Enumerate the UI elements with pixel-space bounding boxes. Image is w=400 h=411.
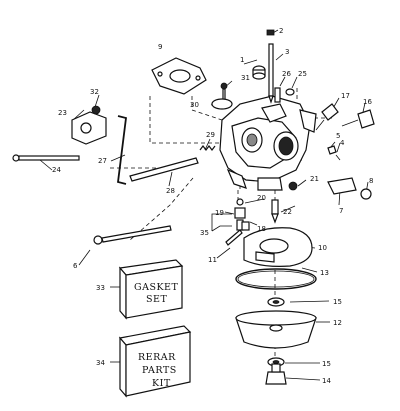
washer-upper	[267, 297, 285, 307]
callout-6: 6	[73, 262, 78, 270]
repair-kit-line3: KIT	[152, 378, 171, 389]
float-pin-and-clip	[288, 177, 372, 200]
callout-10: 10	[318, 244, 327, 252]
choke-shaft	[12, 154, 80, 162]
callout-27: 27	[98, 157, 107, 165]
callout-11: 11	[208, 256, 217, 264]
callout-17: 17	[341, 92, 350, 100]
callout-14: 14	[322, 377, 331, 385]
idle-screw-parts	[274, 87, 295, 103]
small-spring-and-needle	[327, 145, 341, 161]
callout-34: 34	[96, 359, 105, 367]
callout-13: 13	[320, 269, 329, 277]
throttle-screw	[211, 82, 233, 110]
callout-30: 30	[190, 101, 199, 109]
inlet-valve-parts	[225, 198, 279, 246]
callout-19: 19	[215, 209, 224, 217]
callout-1: 1	[240, 56, 244, 64]
callout-32: 32	[90, 88, 99, 96]
callout-7: 7	[339, 207, 343, 215]
callout-3: 3	[285, 48, 289, 56]
callout-29: 29	[206, 131, 215, 139]
callout-16: 16	[363, 98, 372, 106]
callout-18: 18	[257, 225, 266, 233]
callout-9: 9	[158, 43, 162, 51]
callout-24: 24	[52, 166, 61, 174]
callout-2: 2	[279, 27, 283, 35]
callout-31: 31	[241, 74, 250, 82]
carburetor-body	[219, 95, 317, 191]
callout-23: 23	[58, 109, 67, 117]
gasket-set-box: GASKET SET	[118, 259, 184, 320]
repair-kit-line2: PARTS	[142, 365, 177, 376]
throttle-shaft	[129, 157, 199, 182]
callout-25: 25	[298, 70, 307, 78]
callout-20: 20	[257, 194, 266, 202]
callout-33: 33	[96, 284, 105, 292]
gasket-set-line1: GASKET	[134, 282, 178, 293]
idle-needle	[315, 103, 375, 131]
leader-lines	[39, 29, 369, 381]
flange-gasket	[151, 57, 207, 95]
needle-and-cap	[266, 29, 275, 104]
callout-26: 26	[282, 70, 291, 78]
repair-parts-kit-box: RERAR PARTS KIT	[118, 325, 192, 398]
callout-4: 4	[340, 139, 345, 147]
link-rod	[117, 115, 127, 185]
callout-15-upper: 15	[333, 298, 342, 306]
throttle-spring	[199, 145, 216, 151]
float-bowl	[235, 310, 317, 349]
choke-lever	[71, 105, 107, 145]
float	[243, 227, 313, 267]
callout-5: 5	[336, 132, 340, 140]
callout-35: 35	[200, 229, 209, 237]
float-hinge	[93, 225, 172, 245]
callout-15-lower: 15	[322, 360, 331, 368]
welch-plug	[252, 65, 266, 80]
bowl-bolt	[265, 363, 287, 385]
repair-kit-line1: RERAR	[138, 352, 176, 363]
callout-21: 21	[310, 175, 319, 183]
callout-28: 28	[166, 187, 175, 195]
callout-22: 22	[283, 208, 292, 216]
gasket-set-line2: SET	[146, 294, 167, 305]
callout-numbers: 1 2 3 4 5 6 7 8 9 10 11 12 13 14 15 15 1…	[52, 27, 373, 385]
bowl-gasket	[235, 268, 317, 290]
callout-12: 12	[333, 319, 342, 327]
callout-8: 8	[369, 177, 373, 185]
